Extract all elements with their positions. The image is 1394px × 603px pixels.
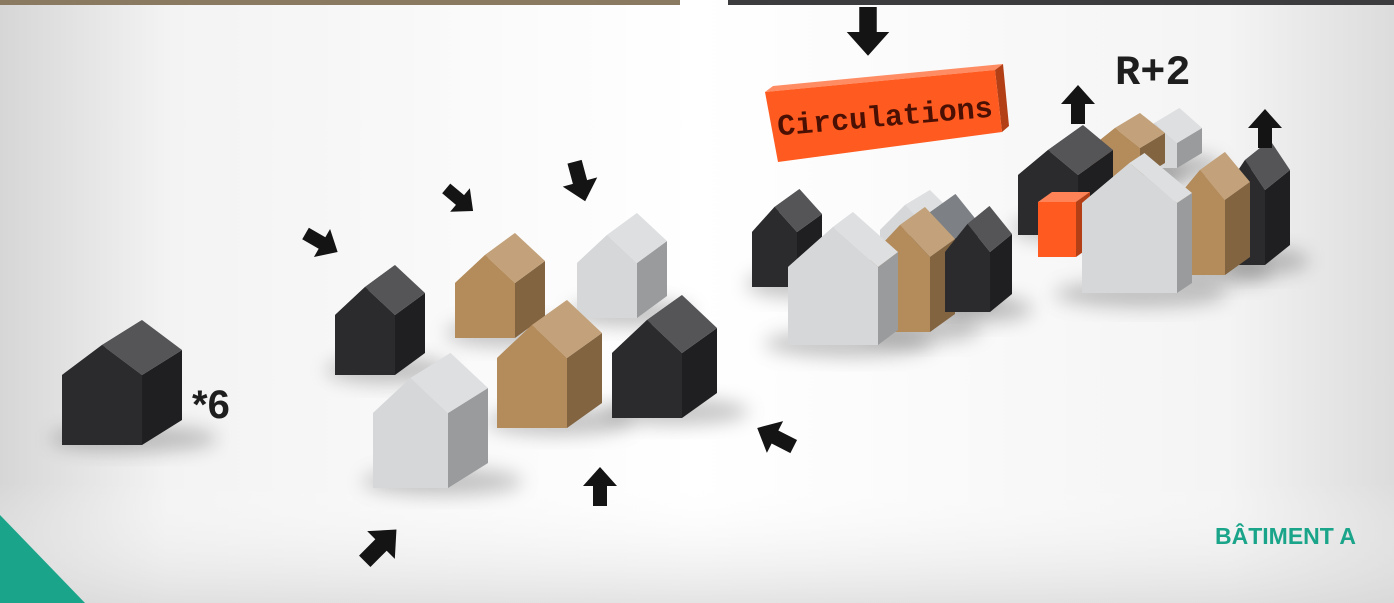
- side-wall: [878, 252, 898, 345]
- photo-strip-right: [728, 0, 1394, 5]
- count-label: *6: [192, 383, 230, 427]
- side-wall: [1177, 193, 1192, 293]
- photo-strip-left: [0, 0, 680, 5]
- building-label: BÂTIMENT A: [1215, 522, 1356, 549]
- levels-label: R+2: [1115, 49, 1191, 97]
- box-front: [1038, 202, 1076, 257]
